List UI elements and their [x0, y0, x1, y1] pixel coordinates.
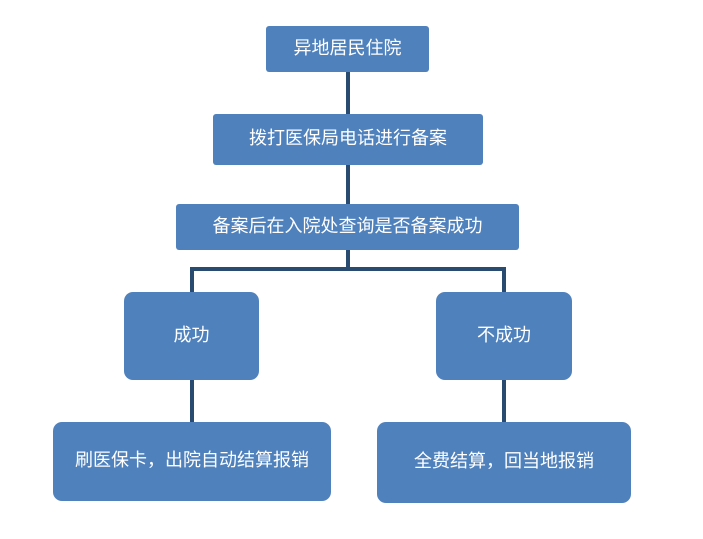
connector-n4-n6: [190, 380, 194, 422]
connector-n2-n3: [346, 165, 350, 204]
node-call-insurance-bureau-register: 拨打医保局电话进行备案: [213, 114, 483, 165]
node-label: 异地居民住院: [293, 37, 402, 59]
node-label: 备案后在入院处查询是否备案成功: [212, 215, 483, 237]
connector-n3-branch-stem: [346, 250, 350, 269]
node-check-registration-at-admission: 备案后在入院处查询是否备案成功: [176, 204, 519, 250]
connector-branch-to-n5: [502, 267, 506, 292]
connector-branch-bar: [190, 267, 506, 271]
node-label: 拨打医保局电话进行备案: [249, 128, 447, 150]
node-success: 成功: [124, 292, 259, 380]
node-label: 刷医保卡，出院自动结算报销: [75, 450, 309, 472]
node-label: 成功: [173, 324, 210, 346]
connector-n1-n2: [346, 72, 350, 114]
connector-branch-to-n4: [190, 267, 194, 292]
node-swipe-card-auto-settle: 刷医保卡，出院自动结算报销: [53, 422, 331, 501]
node-full-pay-reimburse-locally: 全费结算，回当地报销: [377, 422, 631, 503]
node-label: 不成功: [477, 324, 531, 346]
node-failure: 不成功: [436, 292, 572, 380]
node-label: 全费结算，回当地报销: [414, 451, 594, 473]
node-nonlocal-resident-hospitalization: 异地居民住院: [266, 26, 429, 72]
connector-n5-n7: [502, 380, 506, 422]
